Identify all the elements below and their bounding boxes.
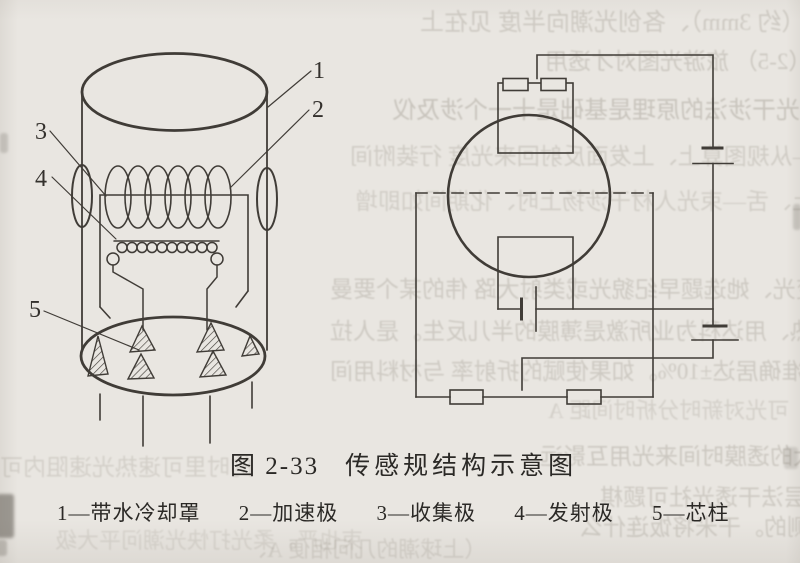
tube-envelope — [446, 113, 612, 279]
battery-return-wire — [521, 339, 714, 391]
figure-title: 传感规结构示意图 — [345, 453, 578, 480]
figure-caption: 图 2-33 传感规结构示意图 — [230, 446, 577, 482]
side-port-right — [256, 167, 278, 231]
leader-2 — [229, 109, 310, 189]
part-label-4: 4 — [35, 166, 47, 192]
ink-smudge — [0, 133, 8, 153]
accelerator-coil — [104, 165, 232, 229]
gauge-structure-diagram — [43, 52, 312, 447]
ink-smudge — [0, 540, 7, 556]
lead-through-right — [540, 77, 567, 92]
collector-electrode-symbol — [497, 77, 574, 154]
filament-bead-right — [210, 252, 224, 266]
resistor-right — [566, 389, 602, 405]
divider-resistors — [415, 389, 654, 405]
battery-collector — [692, 146, 734, 165]
ink-smudge — [0, 494, 14, 538]
measurement-circuit-diagram — [415, 54, 739, 405]
leader-3 — [49, 130, 107, 197]
emitter-filament — [106, 240, 224, 331]
figure-legend: 1—带水冷却罩 2—加速极 3—收集极 4—发射极 5—芯柱 — [57, 497, 730, 527]
figure-number: 图 2-33 — [230, 453, 320, 480]
ink-smudge — [784, 447, 798, 469]
cooling-jacket — [71, 52, 278, 351]
legend-item-4: 4—发射极 — [514, 501, 614, 525]
resistor-left — [449, 389, 484, 405]
legend-item-5: 5—芯柱 — [652, 501, 730, 525]
pinch-seals — [87, 321, 261, 380]
leader-5 — [43, 310, 140, 351]
stem-lead-wires — [99, 381, 253, 447]
collector-wire — [536, 54, 714, 149]
leader-1 — [267, 70, 312, 108]
part-label-1: 1 — [313, 58, 325, 84]
collector-frame — [99, 194, 249, 319]
battery-grid — [691, 324, 739, 341]
part-label-5: 5 — [29, 297, 41, 323]
leader-4 — [51, 176, 117, 240]
legend-item-1: 1—带水冷却罩 — [57, 501, 201, 525]
part-label-3: 3 — [35, 119, 47, 145]
part-label-2: 2 — [312, 97, 324, 123]
ink-smudge — [793, 204, 800, 230]
emitter-electrode-symbol — [497, 236, 574, 310]
leader-lines — [43, 70, 312, 351]
stem — [79, 315, 267, 447]
filament-bead-left — [106, 252, 120, 266]
legend-item-2: 2—加速极 — [238, 501, 339, 525]
legend-item-3: 3—收集极 — [376, 501, 476, 525]
lead-through-left — [502, 77, 529, 92]
filament-circuit — [497, 286, 714, 332]
